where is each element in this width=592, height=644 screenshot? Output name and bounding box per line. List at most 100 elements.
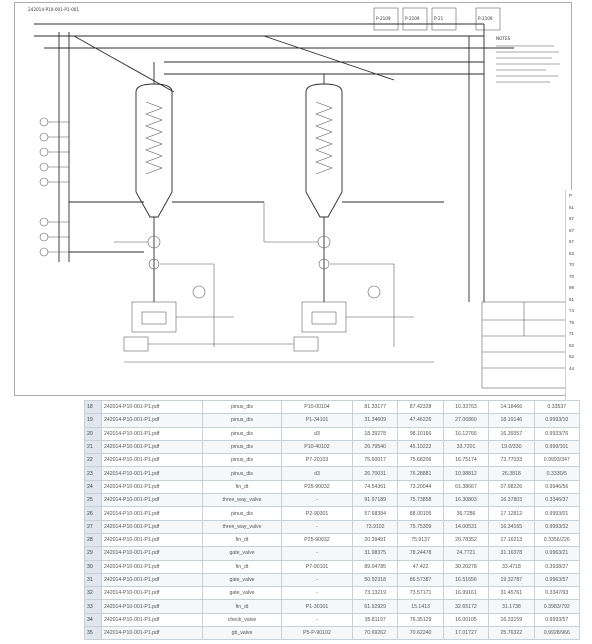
table-cell: 30.20278 [442, 559, 490, 574]
table-cell: 81.33177 [351, 399, 399, 415]
table-cell: P7-20103 [281, 453, 353, 468]
vessel-label-2: P-2109 [405, 16, 420, 21]
table-cell: 20.78352 [442, 532, 490, 548]
table-cell: 14.00531 [442, 519, 490, 534]
side-value-cell: 70 [569, 273, 575, 279]
table-cell: 18.19146 [488, 413, 535, 428]
table-cell: - [281, 572, 353, 588]
side-value-cell: 67 [569, 216, 575, 221]
table-cell: 31.45761 [488, 586, 535, 601]
table-cell: 14.18466 [488, 399, 535, 415]
table-cell: - [281, 586, 353, 601]
table-cell: 242014-P10-001-P1.pdf [101, 612, 203, 628]
row-number-cell: 28 [84, 532, 102, 548]
table-cell: 19.0/330 [488, 439, 535, 455]
table-cell: 73.9102 [351, 519, 399, 534]
header-pipes [34, 23, 514, 302]
row-number-cell: 27 [84, 519, 102, 534]
table-cell: 73.13219 [351, 586, 399, 601]
table-cell: P10-00104 [281, 399, 353, 415]
table-cell: - [281, 612, 353, 628]
table-cell: 242014-P10-001-P1.pdf [101, 599, 203, 614]
table-cell: 31.34609 [351, 413, 399, 428]
table-cell: P5-P-90102 [281, 626, 353, 641]
side-value-cell: 44 [569, 365, 575, 371]
row-number-cell: 26 [84, 506, 102, 521]
table-cell: 242014-P10-001-P1.pdf [101, 466, 203, 481]
side-value-cell: 99 [569, 285, 575, 290]
table-cell: 242014-P10-001-P1.pdf [101, 572, 203, 588]
row-number-cell: 20 [84, 426, 102, 441]
side-value-cell: 63 [569, 250, 575, 256]
table-cell: 242014-P10-001-P1.pdf [101, 586, 203, 601]
table-cell: fin_dt [202, 559, 282, 574]
table-cell: 0.33537 [533, 399, 581, 415]
table-cell: 57.68384 [351, 506, 399, 521]
row-number-cell: 29 [84, 546, 102, 561]
left-instruments [39, 32, 144, 262]
table-cell: 74.54361 [351, 479, 399, 495]
row-number-cell: 23 [84, 466, 102, 481]
table-cell: 242014-P10-001-P1.pdf [101, 453, 203, 468]
row-number-cell: 24 [84, 479, 102, 495]
table-cell: 16.34165 [488, 519, 535, 534]
pid-diagram-svg: 242014-P10-001-P1-001 P-2109 P-2109 P-21… [14, 2, 572, 396]
table-cell: 0.3356/226 [533, 532, 581, 548]
table-cell: 25.76322 [488, 626, 535, 641]
row-number-cell: 19 [84, 413, 102, 428]
table-cell: 242014-P10-001-P1.pdf [101, 546, 203, 561]
table-cell: 61.92929 [351, 599, 399, 614]
notes-block: NOTES [496, 36, 560, 83]
row-number-cell: 35 [84, 626, 102, 641]
table-cell: 0.3346/37 [533, 493, 581, 508]
table-cell: pinus_dis [202, 466, 282, 481]
side-value-cell: 61 [569, 296, 575, 302]
table-cell: 17.16213 [488, 532, 535, 548]
side-value-cell: 76 [569, 319, 575, 325]
table-cell: 242014-P10-001-P1.pdf [101, 479, 203, 495]
table-cell: d3 [281, 426, 353, 441]
table-cell: 45.10222 [397, 439, 444, 455]
table-cell: pinus_dis [202, 506, 282, 521]
table-cell: 24.7721 [442, 546, 490, 561]
bottom-equipment [123, 336, 434, 363]
table-cell: 89.04785 [351, 559, 399, 574]
table-cell: 242014-P10-001-P1.pdf [101, 559, 203, 574]
table-cell: 0.9933/76 [533, 426, 581, 441]
vessel-label-4: P-2109 [478, 16, 493, 21]
pid-drawing: 242014-P10-001-P1-001 P-2109 P-2109 P-21… [14, 2, 572, 396]
table-cell: 27.06860 [442, 413, 490, 428]
table-cell: P7-90101 [281, 559, 353, 574]
table-cell: 242014-P10-001-P1.pdf [101, 532, 203, 548]
table-cell: 16.33159 [488, 612, 535, 628]
table-cell: 17.12812 [488, 506, 535, 521]
table-cell: 16.37803 [488, 493, 535, 508]
table-cell: 47.46226 [397, 413, 444, 428]
table-cell: 31.98375 [351, 546, 399, 561]
table-cell: gb_valve [202, 626, 282, 641]
table-cell: 91.97189 [351, 493, 399, 508]
table-cell: gate_valve [202, 572, 282, 588]
table-cell: three_way_valve [202, 519, 282, 534]
table-cell: 0.9993/57 [533, 612, 581, 628]
table-cell: 242014-P10-001-P1.pdf [101, 413, 203, 428]
table-cell: P25-90032 [281, 479, 353, 495]
table-cell: 0.9946/56 [533, 479, 581, 495]
side-value-cell: 61 [569, 204, 575, 210]
table-cell: 0.9993/347 [533, 453, 581, 468]
table-cell: 87.42328 [397, 399, 444, 415]
table-cell: pinus_dis [202, 426, 282, 441]
table-cell: 76.35129 [397, 612, 444, 628]
table-cell: 0.9993/32 [533, 519, 581, 534]
table-cell: 88.00105 [397, 506, 444, 521]
